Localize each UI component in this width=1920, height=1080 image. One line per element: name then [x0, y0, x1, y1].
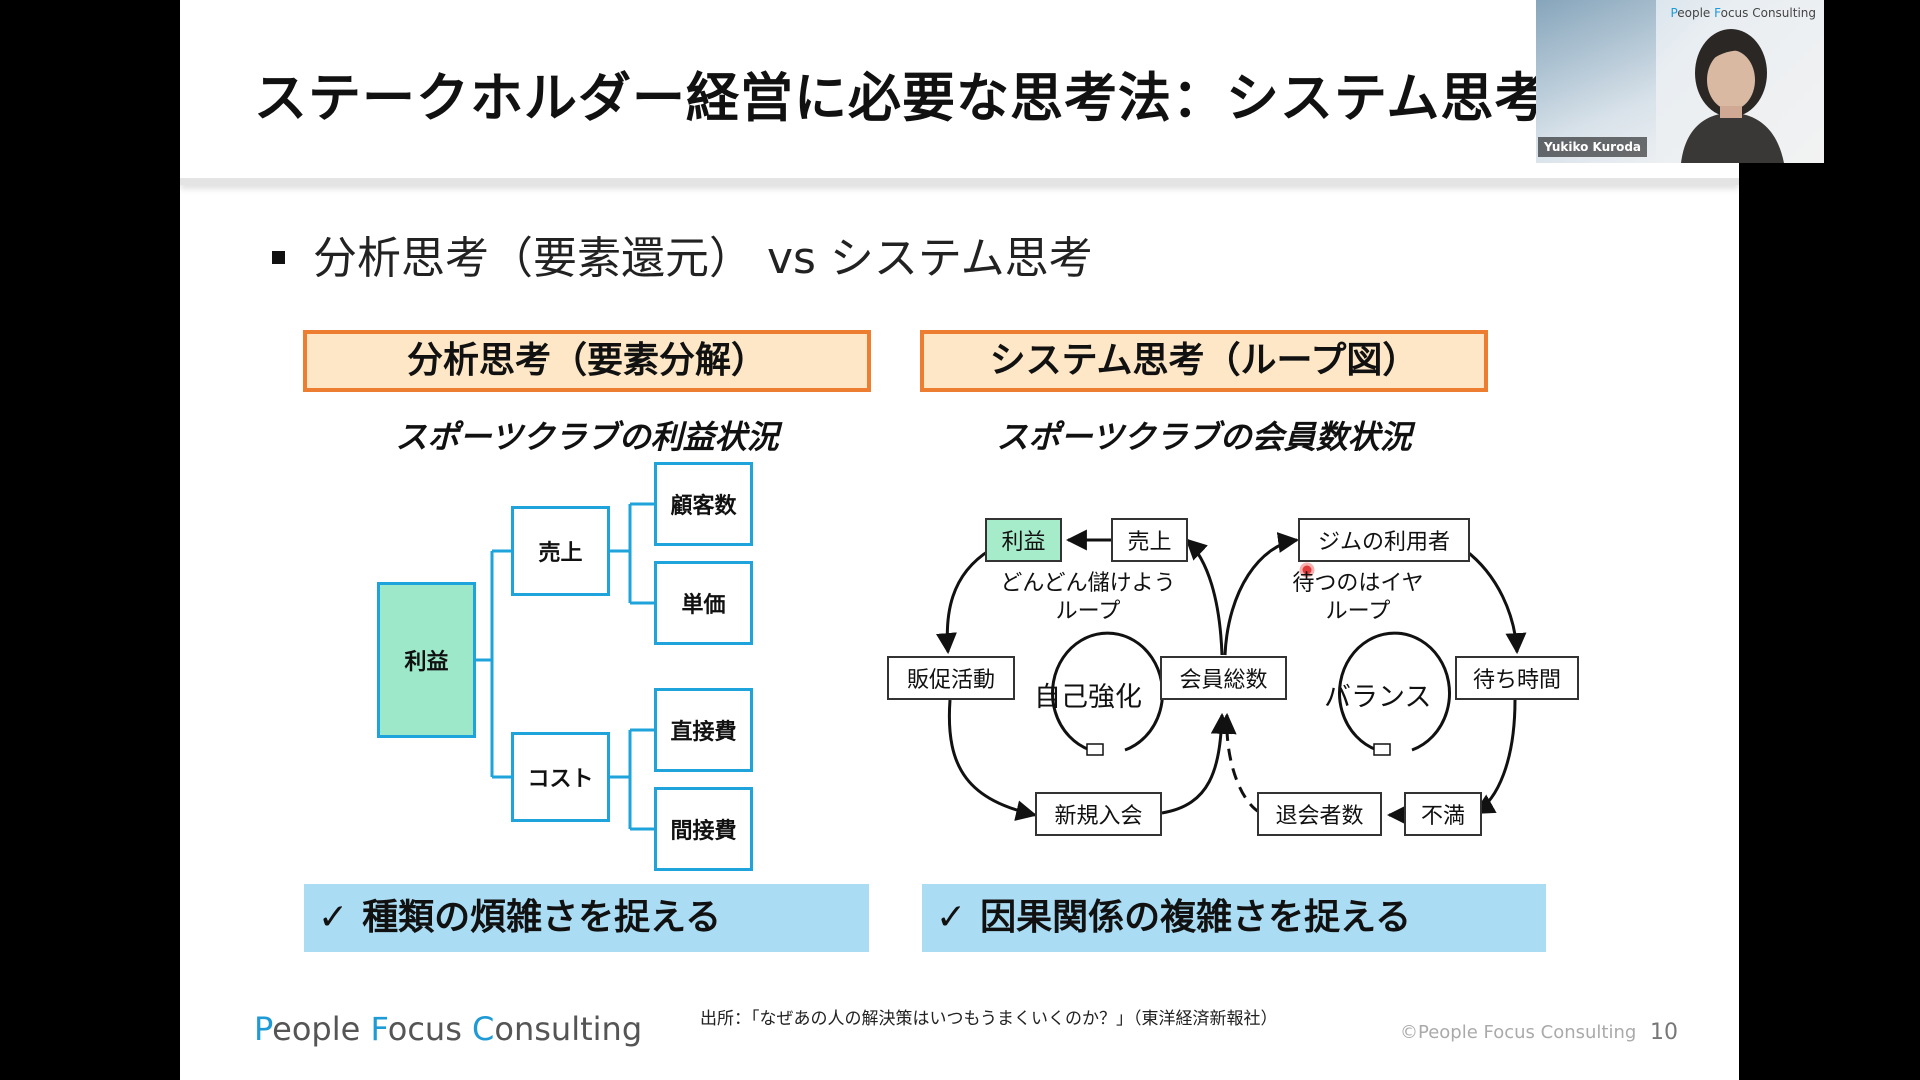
page-number: 10 — [1650, 1020, 1678, 1045]
loop2-center: バランス — [1324, 682, 1432, 713]
cursor-pointer-dot — [1299, 562, 1315, 578]
loop1-label-line2: ループ — [1055, 599, 1121, 624]
source-citation: 出所：「なぜあの人の解決策はいつもうまくいくのか？」（東洋経済新報社） — [700, 1009, 1278, 1029]
bullet-line: 分析思考（要素還元） vs システム思考 — [272, 222, 1093, 286]
tree-leaf-indirect-cost: 間接費 — [654, 787, 753, 871]
copyright: ©People Focus Consulting — [1400, 1022, 1637, 1043]
tree-leaf-unit-price: 単価 — [654, 561, 753, 645]
node-total-members: 会員総数 — [1160, 656, 1287, 700]
tree-leaf-direct-cost: 直接費 — [654, 688, 753, 772]
node-sales: 売上 — [1111, 518, 1188, 562]
video-brand-text: People Focus Consulting — [1670, 6, 1816, 20]
node-new-members: 新規入会 — [1035, 792, 1162, 836]
right-check-text: 因果関係の複雑さを捉える — [980, 897, 1412, 938]
node-wait-time: 待ち時間 — [1455, 656, 1579, 700]
loop2-label-line2: ループ — [1325, 599, 1391, 624]
participant-avatar — [1681, 29, 1784, 163]
left-check-box: ✓ 種類の煩雑さを捉える — [304, 884, 869, 952]
bullet-text: 分析思考（要素還元） vs システム思考 — [313, 233, 1093, 284]
video-background-graphic — [1536, 0, 1656, 163]
right-check-box: ✓ 因果関係の複雑さを捉える — [922, 884, 1546, 952]
participant-name-label: Yukiko Kuroda — [1538, 137, 1648, 157]
slide: ステークホルダー経営に必要な思考法：システム思考 分析思考（要素還元） vs シ… — [180, 0, 1739, 1080]
tree-connectors — [476, 502, 654, 831]
node-dissatisfaction: 不満 — [1404, 792, 1482, 836]
slide-title: ステークホルダー経営に必要な思考法：システム思考 — [254, 68, 1549, 129]
node-gym-users: ジムの利用者 — [1298, 518, 1470, 562]
left-check-text: 種類の煩雑さを捉える — [362, 897, 722, 938]
participant-video-tile[interactable]: People Focus Consulting Yukiko Kuroda — [1536, 0, 1824, 163]
loop1-label-line1: どんどん儲けよう — [1000, 571, 1176, 596]
tree-leaf-customers: 顧客数 — [654, 462, 753, 546]
loop2-label-line1: 待つのはイヤ — [1292, 571, 1424, 596]
tree-root-profit: 利益 — [377, 582, 476, 738]
loop-arrows — [936, 529, 1527, 826]
left-subtitle: スポーツクラブの利益状況 — [395, 418, 779, 456]
left-header: 分析思考（要素分解） — [303, 330, 871, 392]
loop2-label: 待つのはイヤ ループ — [1278, 570, 1438, 626]
node-profit: 利益 — [985, 518, 1062, 562]
node-promotion: 販促活動 — [887, 656, 1015, 700]
right-header: システム思考（ループ図） — [920, 330, 1488, 392]
tree-node-sales: 売上 — [511, 506, 610, 596]
company-logo: People Focus Consulting — [254, 1010, 643, 1048]
title-bar: ステークホルダー経営に必要な思考法：システム思考 — [180, 0, 1739, 185]
loop1-label: どんどん儲けよう ループ — [988, 570, 1188, 626]
check-icon: ✓ — [936, 897, 967, 938]
bullet-square-icon — [272, 250, 285, 264]
tree-node-cost: コスト — [511, 732, 610, 822]
check-icon: ✓ — [318, 897, 349, 938]
right-subtitle: スポーツクラブの会員数状況 — [996, 418, 1412, 456]
node-withdrawals: 退会者数 — [1257, 792, 1382, 836]
loop1-center: 自己強化 — [1034, 682, 1142, 713]
